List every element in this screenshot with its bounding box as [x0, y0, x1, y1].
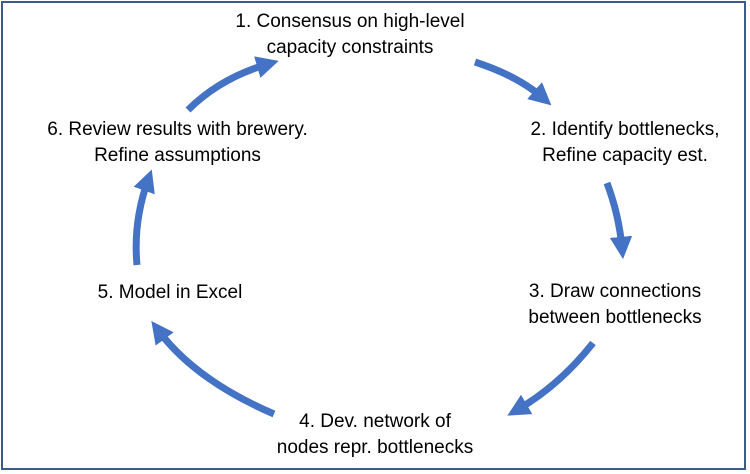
- step-6-review-results: 6. Review results with brewery. Refine a…: [0, 117, 355, 169]
- arrow-step4-to-step5: [151, 320, 276, 418]
- step-4-line-1: 4. Dev. network of: [299, 411, 451, 432]
- step-4-dev-network: 4. Dev. network of nodes repr. bottlenec…: [225, 409, 525, 461]
- arrow-step5-to-step6: [132, 169, 155, 266]
- step-4-line-2: nodes repr. bottlenecks: [276, 437, 474, 458]
- arrow-step1-to-step2: [473, 58, 552, 106]
- arrow-step2-to-step3: [603, 181, 633, 260]
- step-3-draw-connections: 3. Draw connections between bottlenecks: [490, 279, 740, 331]
- step-2-line-2: Refine capacity est.: [542, 145, 708, 166]
- step-6-line-2: Refine assumptions: [94, 145, 261, 166]
- step-2-identify-bottlenecks: 2. Identify bottlenecks, Refine capacity…: [500, 117, 750, 169]
- step-5-model-in-excel: 5. Model in Excel: [50, 280, 290, 306]
- step-1-line-1: 1. Consensus on high-level: [235, 11, 465, 32]
- step-6-line-1: 6. Review results with brewery.: [47, 119, 308, 140]
- step-1-consensus: 1. Consensus on high-level capacity cons…: [190, 9, 510, 61]
- step-3-line-1: 3. Draw connections: [528, 281, 702, 302]
- arrow-step6-to-step1: [185, 56, 279, 113]
- step-5-line-1: 5. Model in Excel: [97, 282, 243, 303]
- step-2-line-1: 2. Identify bottlenecks,: [530, 119, 720, 140]
- step-1-line-2: capacity constraints: [266, 37, 434, 58]
- arrow-step3-to-step4: [507, 340, 596, 416]
- step-3-line-2: between bottlenecks: [528, 307, 702, 328]
